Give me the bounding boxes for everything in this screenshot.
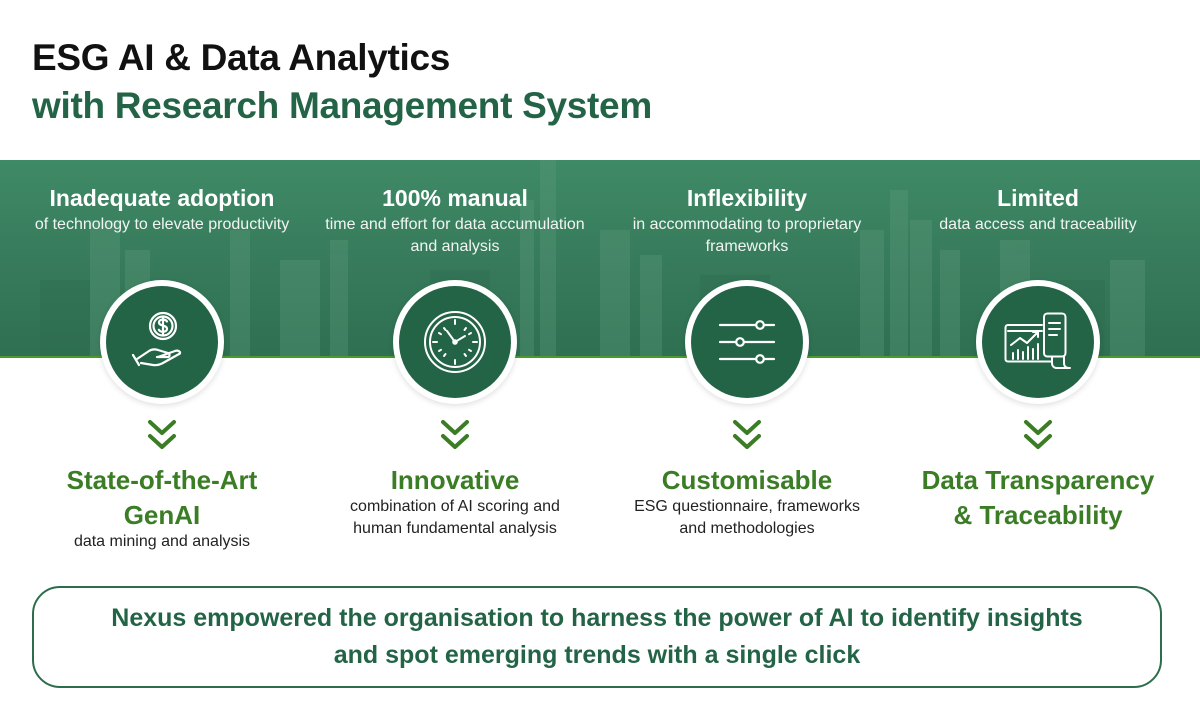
summary-box: Nexus empowered the organisation to harn…: [32, 586, 1162, 688]
clock-icon: [424, 311, 486, 373]
solution-heading: Data Transparency & Traceability: [921, 465, 1155, 530]
chart-document-icon: [1004, 312, 1071, 369]
chevron-down-icon: [733, 420, 761, 449]
page-title: ESG AI & Data Analytics: [32, 37, 451, 78]
chevron-down-icon: [148, 420, 176, 449]
icon-circle: [685, 280, 809, 404]
column-manual-effort: 100% manual time and effort for data acc…: [310, 0, 600, 720]
band-divider: [0, 356, 1200, 358]
column-limited-access: Limited data access and traceability Dat…: [893, 0, 1183, 720]
solution-description: data mining and analysis: [73, 533, 251, 550]
problem-description: time and effort for data accumulation an…: [325, 216, 585, 255]
solution-heading: Innovative: [390, 465, 520, 495]
column-inflexibility: Inflexibility in accommodating to propri…: [602, 0, 892, 720]
icon-circle: [100, 280, 224, 404]
column-technology-adoption: Inadequate adoption of technology to ele…: [17, 0, 307, 720]
problem-description: in accommodating to proprietary framewor…: [632, 216, 862, 255]
chevron-down-icon: [441, 420, 469, 449]
solution-description: combination of AI scoring and human fund…: [350, 498, 560, 537]
problem-heading: Inflexibility: [686, 185, 808, 211]
problem-heading: 100% manual: [382, 185, 528, 211]
problem-heading: Inadequate adoption: [49, 185, 275, 211]
problem-heading: Limited: [997, 185, 1079, 211]
icon-circle: [393, 280, 517, 404]
money-hand-icon: [131, 311, 182, 367]
sliders-icon: [718, 320, 776, 364]
chevron-down-icon: [1024, 420, 1052, 449]
solution-heading: Customisable: [661, 465, 833, 495]
page-subtitle: with Research Management System: [32, 85, 652, 126]
problem-description: data access and traceability: [939, 216, 1137, 233]
problem-description: of technology to elevate productivity: [34, 216, 290, 233]
solution-description: ESG questionnaire, frameworks and method…: [634, 498, 860, 537]
solution-heading: State-of-the-Art GenAI: [66, 465, 258, 530]
title-block: ESG AI & Data Analytics with Research Ma…: [32, 36, 652, 128]
summary-text: Nexus empowered the organisation to harn…: [111, 604, 1083, 669]
icon-circle: [976, 280, 1100, 404]
